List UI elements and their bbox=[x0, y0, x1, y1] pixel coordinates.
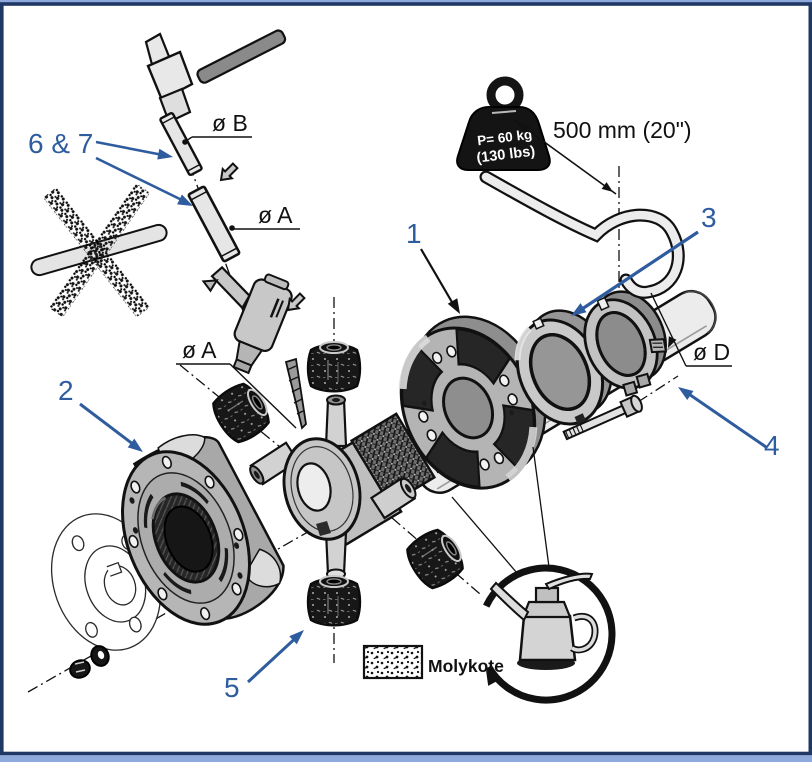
hammer-icon bbox=[144, 29, 287, 124]
nut-and-washer bbox=[69, 645, 110, 679]
callout-4: 4 bbox=[674, 382, 780, 461]
lubricant-swatch bbox=[362, 644, 424, 680]
elastic-bushing-top bbox=[306, 340, 362, 393]
weight-icon: P= 60 kg (130 lbs) bbox=[456, 76, 551, 171]
hub-front-disc bbox=[282, 437, 362, 541]
coupling-flange-1 bbox=[398, 315, 547, 490]
circular-arrow-icon bbox=[483, 564, 616, 704]
dia-a-upper-label: ø A bbox=[258, 202, 293, 228]
callout-1-label: 1 bbox=[406, 218, 422, 249]
callout-6-7: 6 & 7 bbox=[28, 128, 196, 211]
callout-2: 2 bbox=[58, 375, 147, 457]
drill-bit bbox=[284, 357, 307, 430]
prohibition-symbol bbox=[30, 183, 168, 318]
drill-tool bbox=[201, 265, 307, 430]
callout-3: 3 bbox=[567, 202, 717, 321]
dia-d-label: ø D bbox=[693, 339, 730, 365]
diameter-labels: ø B ø A ø A ø D bbox=[176, 110, 732, 429]
prohibition-cross-icon bbox=[43, 183, 151, 318]
dia-d-callout: ø D bbox=[650, 292, 732, 367]
dia-b-callout: ø B bbox=[182, 110, 252, 145]
callout-4-label: 4 bbox=[764, 430, 780, 461]
clamp-bolt bbox=[562, 394, 643, 441]
elastic-bushing-bottom bbox=[306, 574, 362, 627]
hub-pin-right bbox=[369, 476, 417, 520]
hub-pin-top bbox=[324, 394, 348, 448]
dimension-500mm-label: 500 mm (20") bbox=[553, 117, 692, 143]
lubricant-brand-label: Molykote bbox=[428, 656, 504, 676]
bolt-centerline bbox=[637, 375, 679, 403]
hook-wrench bbox=[479, 170, 685, 299]
callout-5-label: 5 bbox=[224, 672, 240, 703]
callout-3-label: 3 bbox=[701, 202, 717, 233]
callout-2-label: 2 bbox=[58, 375, 74, 406]
clamp-ring-4 bbox=[583, 290, 668, 397]
nut bbox=[69, 659, 91, 679]
oil-can-icon bbox=[489, 572, 599, 670]
left-pin-centerline bbox=[179, 364, 309, 471]
lubricant-label: Molykote bbox=[362, 644, 504, 680]
callout-1: 1 bbox=[406, 218, 465, 317]
frame-accent-bottom bbox=[0, 755, 812, 762]
dia-a-upper-callout: ø A bbox=[229, 202, 300, 231]
weight-value-label: P= 60 kg bbox=[476, 127, 533, 149]
dimension-500mm: 500 mm (20") bbox=[513, 117, 692, 196]
dia-a-lower-label: ø A bbox=[182, 337, 217, 363]
dia-b-label: ø B bbox=[212, 110, 248, 136]
pin-dia-a bbox=[187, 185, 241, 263]
callouts: 1 2 3 4 5 6 & 7 bbox=[28, 128, 780, 703]
dia-a-lower-callout: ø A bbox=[176, 337, 297, 429]
lubrication-detail bbox=[451, 446, 616, 704]
callout-6-7-label: 6 & 7 bbox=[28, 128, 93, 159]
frame-accent-top bbox=[0, 0, 812, 3]
callout-5: 5 bbox=[224, 625, 308, 703]
coupling-flange-2 bbox=[121, 434, 285, 626]
weight-value-lbs-label: (130 lbs) bbox=[476, 143, 537, 166]
hub-pins bbox=[249, 394, 417, 580]
